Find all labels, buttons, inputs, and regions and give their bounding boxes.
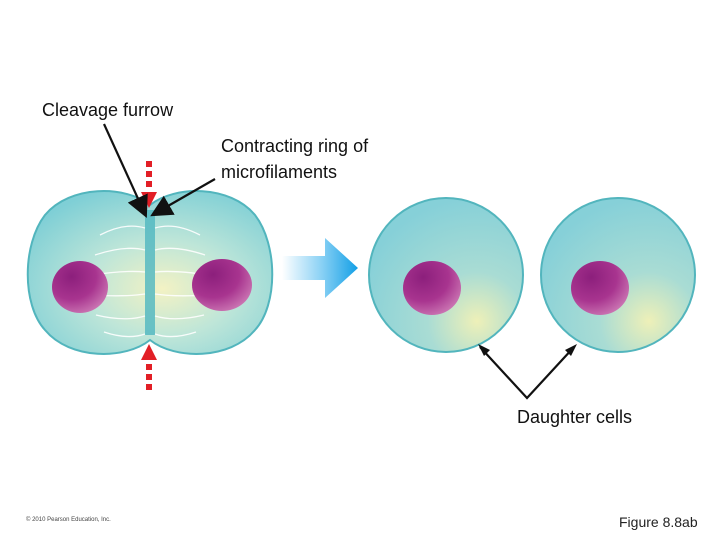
contracting-ring-label-line1: Contracting ring of (221, 136, 369, 156)
pointer-cleavage-furrow (102, 123, 148, 219)
daughter-cells-label: Daughter cells (517, 407, 633, 427)
daughter-cell-right (540, 197, 696, 353)
contracting-ring-label: Contracting ring of microfilaments (221, 133, 421, 185)
pointer-contracting-ring (150, 178, 216, 217)
copyright-text: © 2010 Pearson Education, Inc. (26, 517, 111, 523)
nucleus-left (52, 261, 108, 313)
nucleus-right (192, 259, 252, 311)
pointer-daughter-cells (479, 346, 575, 400)
process-arrow-icon (282, 238, 358, 298)
red-arrow-bottom (141, 344, 157, 390)
contracting-ring (145, 210, 155, 335)
figure-caption: Figure 8.8ab (619, 514, 698, 530)
contracting-ring-label-line2: microfilaments (221, 162, 338, 182)
daughter-cell-left (368, 197, 524, 353)
nucleus-daughter-right (571, 261, 629, 315)
cleavage-furrow-label: Cleavage furrow (42, 100, 174, 120)
nucleus-daughter-left (403, 261, 461, 315)
dividing-cell (26, 190, 274, 355)
